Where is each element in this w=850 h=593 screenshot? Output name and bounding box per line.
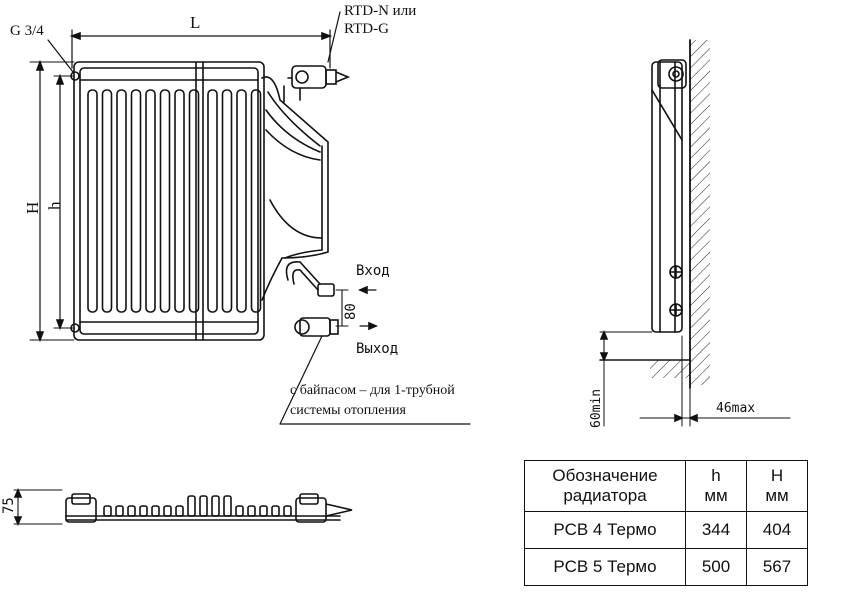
header-designation: Обозначение радиатора [524, 460, 686, 512]
top-view-fin [283, 505, 292, 517]
top-view-fin [199, 495, 208, 517]
top-view-fin [247, 505, 256, 517]
radiator-fin [188, 89, 200, 313]
table-cell: 344 [685, 511, 747, 549]
radiator-fin [87, 89, 98, 313]
header-h: h мм [685, 460, 747, 512]
table-cell: 500 [685, 548, 747, 586]
valve-label-line1: RTD-N или [344, 3, 417, 19]
radiator-fin [250, 89, 262, 313]
top-view-fin [139, 505, 148, 517]
top-view-fin [151, 505, 160, 517]
valve-label-line2: RTD-G [344, 21, 389, 37]
length-label: L [190, 13, 201, 32]
top-view-fin [223, 495, 232, 517]
radiator-fin [221, 89, 233, 313]
header-text: радиатора [563, 486, 647, 505]
radiator-fin [174, 89, 185, 313]
front-view-details [29, 11, 471, 425]
radiator-fin [145, 89, 156, 313]
table-row: РСВ 4 Термо 344 404 [524, 511, 808, 549]
header-text: h [711, 466, 721, 485]
top-view-fin [175, 505, 184, 517]
table-cell: РСВ 4 Термо [524, 511, 686, 549]
side-view [599, 39, 791, 427]
radiator-fin [159, 89, 171, 313]
top-view-fin [235, 505, 244, 517]
header-text: H [770, 466, 784, 485]
top-view-fin [211, 495, 220, 517]
front-view [69, 29, 333, 341]
table-cell: РСВ 5 Термо [524, 548, 686, 586]
top-view-fin [163, 505, 172, 517]
radiator-fin [207, 89, 218, 313]
header-text: мм [765, 486, 789, 505]
table-row: РСВ 5 Термо 500 567 [524, 548, 808, 586]
radiator-fins [87, 89, 262, 313]
table-cell: 567 [746, 548, 808, 586]
height-total-label: H [23, 201, 42, 214]
table-header-row: Обозначение радиатора h мм H мм [524, 460, 808, 512]
top-view-fin [271, 505, 280, 517]
top-view-fin [259, 505, 268, 517]
top-view-fin [187, 495, 196, 517]
outlet-label: Выход [356, 341, 399, 357]
bypass-label-line2: системы отопления [290, 403, 406, 418]
depth-label: 75 [1, 497, 17, 514]
height-axis-label: h [45, 201, 64, 211]
header-H: H мм [746, 460, 808, 512]
top-view-fins [103, 495, 292, 517]
radiator-fin [101, 89, 113, 313]
table-cell: 404 [746, 511, 808, 549]
radiator-fin [116, 89, 127, 313]
wall-gap-label: 46max [716, 401, 756, 416]
floor-gap-label: 60min [589, 388, 604, 428]
top-view-fin [127, 505, 136, 517]
header-text: мм [704, 486, 728, 505]
header-text: Обозначение [552, 466, 658, 485]
radiator-fin [236, 89, 247, 313]
top-view-fin [103, 505, 112, 517]
spec-table: Обозначение радиатора h мм H мм РСВ 4 Те… [524, 460, 808, 586]
thread-label: G 3/4 [10, 23, 44, 39]
top-view-fin [115, 505, 124, 517]
radiator-fin [130, 89, 142, 313]
bypass-label-line1: с байпасом – для 1-трубной [290, 383, 455, 398]
spacing-label: 80 [343, 303, 359, 320]
inlet-label: Вход [356, 263, 390, 279]
